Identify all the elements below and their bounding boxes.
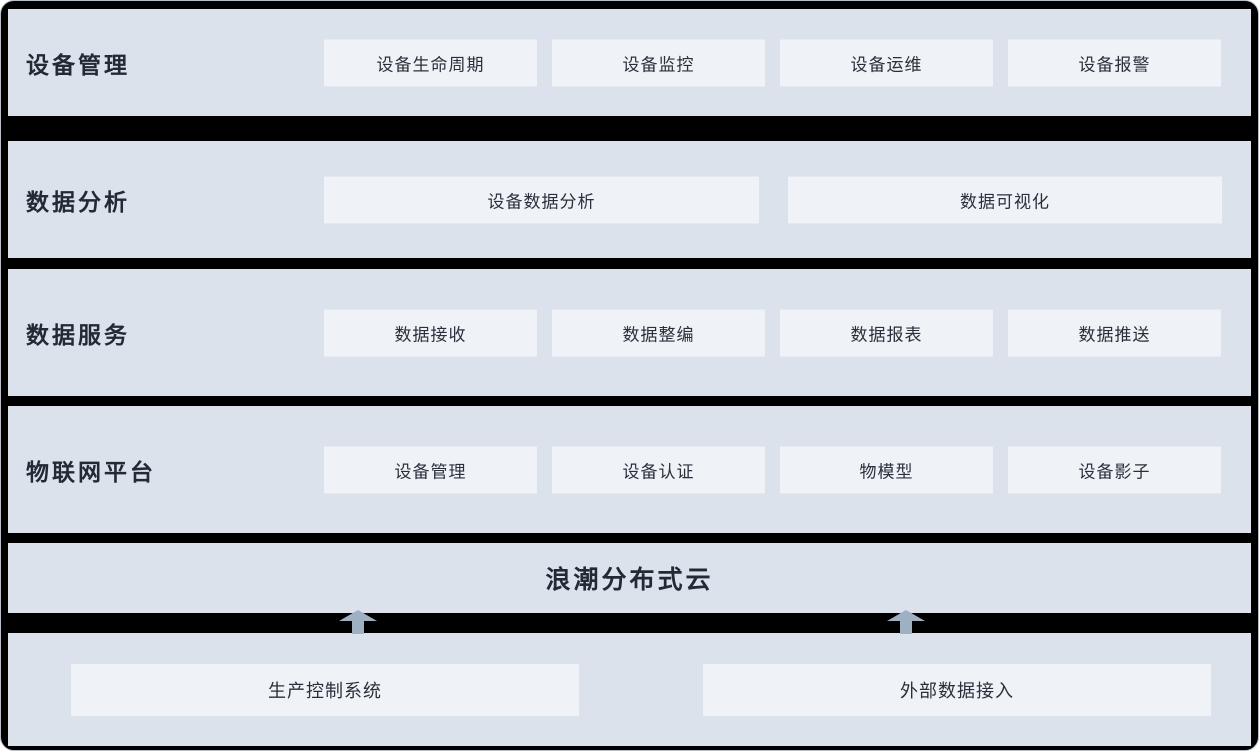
module-box: 设备管理 [324,446,537,493]
module-box: 设备认证 [552,446,765,493]
cloud-band-title: 浪潮分布式云 [545,566,714,594]
layer-label: 设备管理 [26,51,130,78]
module-box: 数据推送 [1008,309,1221,356]
module-box: 设备影子 [1008,446,1221,493]
source-box: 外部数据接入 [703,663,1211,716]
layer-data-analysis: 数据分析 设备数据分析 数据可视化 [8,141,1251,258]
layer-iot-platform: 物联网平台 设备管理 设备认证 物模型 设备影子 [8,406,1251,533]
layer-data-services: 数据服务 数据接收 数据整编 数据报表 数据推送 [8,269,1251,396]
layer-device-management: 设备管理 设备生命周期 设备监控 设备运维 设备报警 [8,9,1251,116]
module-box: 设备数据分析 [324,176,759,223]
layer-label: 物联网平台 [26,458,156,485]
module-box: 物模型 [780,446,993,493]
module-box: 设备监控 [552,39,765,86]
layer-label: 数据服务 [26,321,130,348]
up-arrow-icon [339,610,377,634]
source-box: 生产控制系统 [71,663,579,716]
module-box: 数据整编 [552,309,765,356]
layer-data-sources: 生产控制系统 外部数据接入 [8,633,1251,746]
module-box: 设备生命周期 [324,39,537,86]
layer-label: 数据分析 [26,188,130,215]
module-box: 设备报警 [1008,39,1221,86]
module-box: 设备运维 [780,39,993,86]
module-box: 数据报表 [780,309,993,356]
module-box: 数据可视化 [788,176,1222,223]
up-arrow-icon [887,610,925,634]
cloud-band: 浪潮分布式云 [8,543,1251,613]
module-box: 数据接收 [324,309,537,356]
